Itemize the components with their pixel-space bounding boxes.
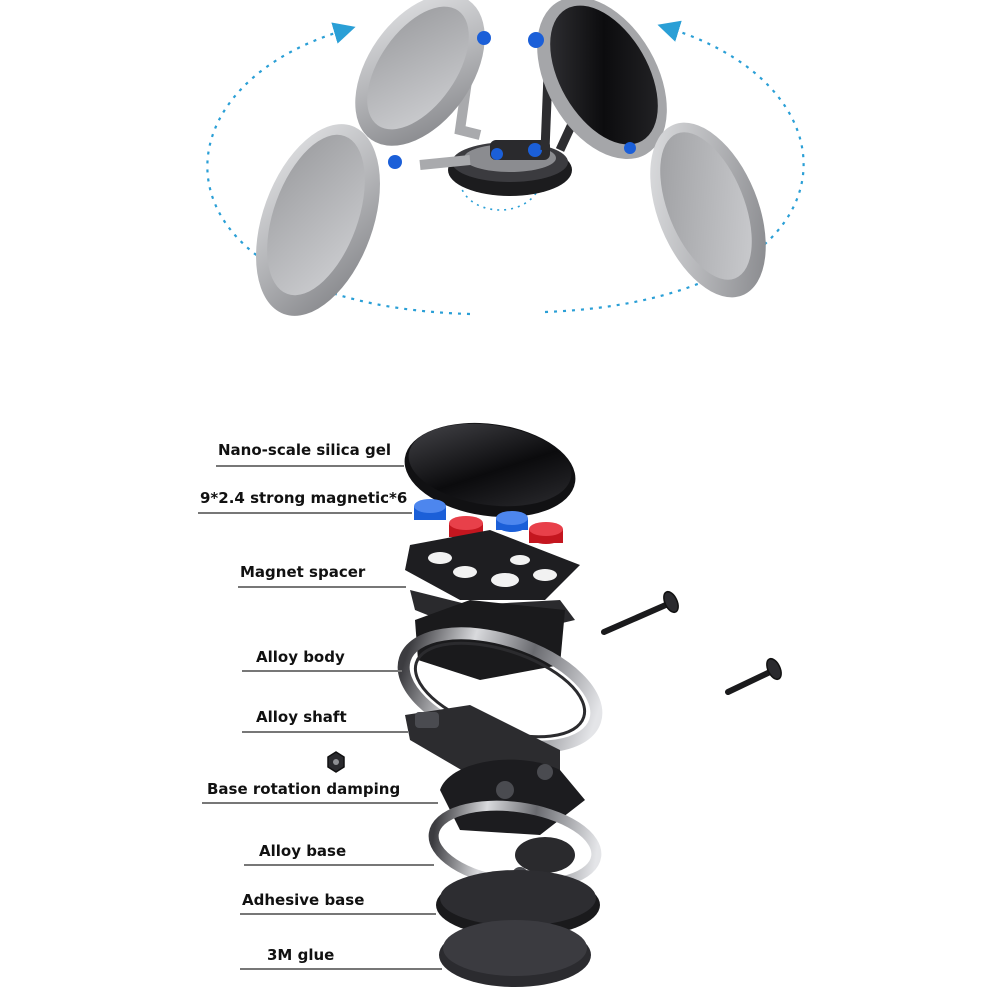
- silica-gel-pad: [404, 422, 576, 518]
- leader-line: [242, 670, 402, 672]
- label-alloy-body: Alloy body: [256, 648, 345, 666]
- label-strong-magnet: 9*2.4 strong magnetic*6: [200, 489, 408, 507]
- label-adhesive-base: Adhesive base: [242, 891, 365, 909]
- leader-line: [240, 968, 442, 970]
- leader-line: [244, 864, 434, 866]
- holder-silver-back-left: [355, 0, 491, 146]
- glue-pad-part: [439, 920, 591, 987]
- label-magnet-spacer: Magnet spacer: [240, 563, 366, 581]
- exploded-view: [327, 422, 782, 987]
- label-alloy-base: Alloy base: [259, 842, 347, 860]
- leader-line: [242, 731, 408, 733]
- label-alloy-shaft: Alloy shaft: [256, 708, 347, 726]
- label-silica-gel: Nano-scale silica gel: [218, 441, 392, 459]
- holder-silver-front-left: [256, 124, 471, 316]
- leader-line: [216, 465, 404, 467]
- hex-nut: [327, 751, 345, 773]
- label-3m-glue: 3M glue: [267, 946, 335, 964]
- base-puck: [448, 140, 572, 196]
- leader-line: [202, 802, 438, 804]
- leader-line: [238, 586, 406, 588]
- rotation-illustration: [206, 0, 805, 316]
- holder-black-back-right: [528, 0, 667, 160]
- holder-silver-front-right: [650, 122, 766, 298]
- alloy-shaft-hinge: [405, 705, 560, 775]
- label-base-rotation-damping: Base rotation damping: [207, 780, 401, 798]
- alloy-shaft-screws: [601, 590, 782, 695]
- leader-line: [198, 512, 412, 514]
- leader-line: [240, 913, 436, 915]
- adhesive-base-part: [436, 870, 600, 937]
